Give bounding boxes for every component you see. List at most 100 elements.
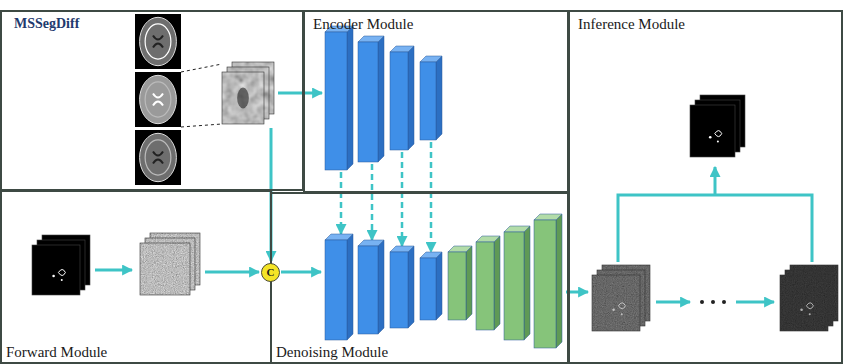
mri-thumbnail — [135, 14, 181, 69]
mri-slice — [222, 72, 264, 124]
layer-block-side — [436, 56, 442, 140]
layer-block-top — [390, 246, 414, 252]
lesion — [709, 136, 712, 139]
bracket-line — [618, 195, 812, 262]
module-panel: Encoder Module — [303, 10, 569, 193]
layer-block-side — [408, 246, 414, 328]
layer-block-side — [378, 36, 384, 162]
layer-block-top — [476, 236, 500, 242]
layer-block — [504, 232, 524, 340]
flow-arrow — [736, 301, 774, 304]
lesion — [612, 308, 615, 311]
flow-arrow — [205, 271, 259, 274]
brain-outline — [140, 75, 177, 123]
layer-block-side — [524, 226, 530, 340]
slice-border — [780, 275, 828, 331]
flow-arrow — [401, 152, 404, 246]
layer-block-top — [420, 56, 442, 62]
slice-shade — [592, 275, 640, 331]
layer-block-side — [556, 214, 562, 348]
layer-block-top — [325, 234, 353, 240]
layer-block — [476, 242, 494, 330]
layer-block-top — [390, 46, 414, 52]
lesion — [717, 140, 719, 142]
panel-title: MSSegDiff — [14, 16, 79, 31]
lesion — [806, 303, 813, 309]
panel-title: Denoising Module — [276, 344, 388, 361]
layer-block-top — [420, 252, 442, 258]
module-panel: Forward Module — [0, 190, 272, 364]
flow-arrow — [714, 167, 717, 195]
layer-block — [420, 62, 436, 140]
layer-block-side — [466, 246, 472, 320]
lesion — [52, 275, 55, 278]
ventricle — [153, 94, 163, 106]
layer-block-top — [358, 240, 384, 246]
layer-block — [390, 252, 408, 328]
noise-slice — [780, 275, 828, 331]
lesion — [61, 279, 63, 281]
noise-slice — [592, 275, 640, 331]
lesion — [621, 313, 623, 315]
brain-matter — [145, 82, 171, 117]
flow-arrow — [656, 301, 690, 304]
flow-arrow — [95, 269, 132, 272]
layer-block-top — [448, 246, 472, 252]
ellipsis-dot — [711, 300, 715, 304]
layer-block — [534, 220, 556, 348]
brain-matter — [145, 140, 171, 175]
drawing — [32, 14, 838, 348]
noise-slice — [140, 243, 190, 295]
flow-arrow — [430, 142, 433, 252]
module-panel: Inference Module — [568, 10, 843, 364]
concat-circle: C — [261, 263, 280, 282]
slice-border — [140, 243, 190, 295]
overview-panel: MSSegDiff — [0, 10, 304, 191]
layer-block-side — [494, 236, 500, 330]
layer-block — [325, 32, 347, 170]
layer-block — [325, 240, 347, 340]
layer-block — [420, 258, 436, 320]
panel-title: Forward Module — [6, 344, 107, 361]
flow-arrow — [371, 164, 374, 240]
layer-block-top — [534, 214, 562, 220]
brain-matter — [145, 24, 171, 59]
ventricle — [153, 152, 163, 164]
layer-block — [358, 42, 378, 162]
brain-outline — [140, 17, 177, 65]
flow-arrow — [281, 271, 321, 274]
ventricle — [153, 36, 163, 48]
mri-thumbnail — [135, 130, 181, 185]
zoom-line — [181, 124, 222, 127]
lesion — [800, 308, 803, 311]
slice-border — [222, 72, 264, 124]
layer-block-side — [347, 26, 353, 170]
layer-block-side — [436, 252, 442, 320]
panel-title: Encoder Module — [313, 16, 413, 33]
mask-slice — [32, 245, 80, 295]
flow-arrow — [340, 172, 343, 234]
brain-outline — [140, 133, 177, 181]
flow-arrow — [278, 92, 322, 95]
layer-block-side — [347, 234, 353, 340]
lesion — [715, 131, 722, 137]
mri-thumbnail — [135, 72, 181, 127]
ventricle — [237, 88, 249, 109]
layer-block-top — [504, 226, 530, 232]
layer-block-side — [378, 240, 384, 334]
layer-block-side — [408, 46, 414, 150]
lesion — [809, 313, 811, 315]
ellipsis-dot — [722, 300, 726, 304]
layer-block-top — [358, 36, 384, 42]
module-panel: Denoising Module — [270, 192, 569, 364]
concat-symbol: C — [267, 266, 275, 278]
slice-border — [592, 275, 640, 331]
lesion — [618, 303, 625, 309]
layer-block — [448, 252, 466, 320]
ellipsis-dot — [700, 300, 704, 304]
slice-shade — [780, 275, 828, 331]
layer-block — [390, 52, 408, 150]
lesion — [58, 270, 65, 276]
